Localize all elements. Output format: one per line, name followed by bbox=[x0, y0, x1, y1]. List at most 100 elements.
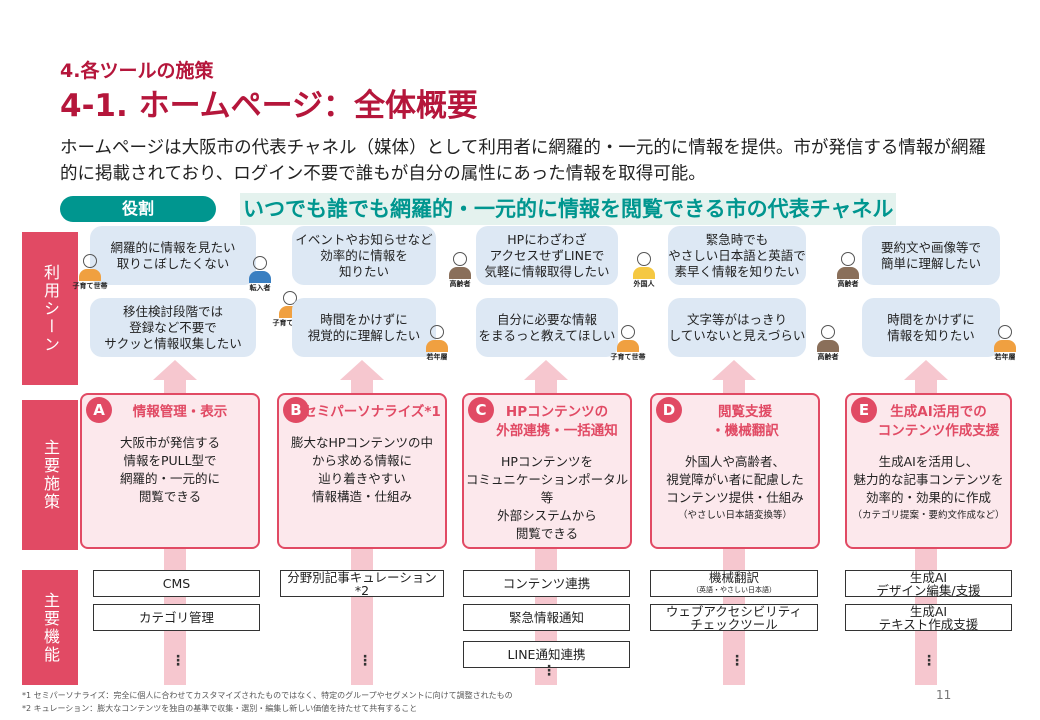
persona: 若年層 bbox=[985, 325, 1025, 362]
persona: 外国人 bbox=[624, 252, 664, 289]
function-box: 生成AI テキスト作成支援 bbox=[845, 604, 1012, 631]
function-box: 生成AI デザイン編集/支援 bbox=[845, 570, 1012, 597]
scene-bubble: 移住検討段階では 登録など不要で サクッと情報収集したい bbox=[90, 298, 256, 357]
persona-label: 外国人 bbox=[633, 280, 655, 288]
measure-card: E 生成AI活用での コンテンツ作成支援 生成AIを活用し、 魅力的な記事コンテ… bbox=[845, 393, 1012, 549]
function-box: CMS bbox=[93, 570, 260, 597]
person-icon bbox=[821, 325, 835, 339]
person-icon bbox=[83, 254, 97, 268]
person-icon bbox=[998, 325, 1012, 339]
function-box: ウェブアクセシビリティ チェックツール bbox=[650, 604, 818, 631]
role-label: 役割 bbox=[60, 196, 216, 222]
persona-label: 若年層 bbox=[426, 353, 448, 361]
persona-label: 若年層 bbox=[994, 353, 1016, 361]
persona: 高齢者 bbox=[828, 252, 868, 289]
persona-label: 転入者 bbox=[249, 284, 271, 292]
function-label: コンテンツ連携 bbox=[502, 576, 591, 591]
measure-body: 膨大なHPコンテンツの中 から求める情報に 辿り着きやすい 情報構造・仕組み bbox=[291, 435, 433, 504]
more-ellipsis: ⋮ bbox=[358, 653, 372, 669]
persona-label: 子育て世帯 bbox=[72, 282, 108, 290]
page-number: 11 bbox=[936, 688, 952, 702]
measure-badge: C bbox=[468, 397, 494, 423]
side-label-scenes: 利用シーン bbox=[22, 232, 78, 385]
more-ellipsis: ⋮ bbox=[171, 653, 185, 669]
scene-bubble: 要約文や画像等で 簡単に理解したい bbox=[862, 226, 1000, 285]
measure-card: D 閲覧支援 ・機械翻訳 外国人や高齢者、 視覚障がい者に配慮した コンテンツ提… bbox=[650, 393, 820, 549]
scene-bubble: イベントやお知らせなど 効率的に情報を 知りたい bbox=[292, 226, 436, 285]
measure-badge: E bbox=[851, 397, 877, 423]
description: ホームページは大阪市の代表チャネル（媒体）として利用者に網羅的・一元的に情報を提… bbox=[60, 138, 986, 184]
persona: 高齢者 bbox=[808, 325, 848, 362]
measure-note: （カテゴリ提案・要約文作成など） bbox=[852, 510, 1005, 521]
persona: 子育て世帯 bbox=[608, 325, 648, 362]
measure-badge: A bbox=[86, 397, 112, 423]
function-label: CMS bbox=[162, 576, 191, 591]
measure-body: 外国人や高齢者、 視覚障がい者に配慮した コンテンツ提供・仕組み bbox=[666, 454, 804, 505]
role-text: いつでも誰でも網羅的・一元的に情報を閲覧できる市の代表チャネル bbox=[240, 193, 897, 225]
scene-bubble: 文字等がはっきり していないと見えづらい bbox=[668, 298, 806, 357]
persona-label: 子育て世帯 bbox=[610, 353, 646, 361]
flow-arrow-head bbox=[340, 360, 384, 380]
person-icon bbox=[253, 256, 267, 270]
function-label: カテゴリ管理 bbox=[138, 610, 214, 625]
measure-body: HPコンテンツを コミュニケーションポータル等 外部システムから 閲覧できる bbox=[465, 454, 629, 541]
measure-body: 生成AIを活用し、 魅力的な記事コンテンツを 効率的・効果的に作成 bbox=[853, 454, 1004, 505]
flow-arrow-head bbox=[712, 360, 756, 380]
more-ellipsis: ⋮ bbox=[542, 663, 556, 679]
measure-card: C HPコンテンツの 外部連携・一括通知 HPコンテンツを コミュニケーションポ… bbox=[462, 393, 632, 549]
side-label-measures: 主要施策 bbox=[22, 400, 78, 550]
person-icon bbox=[453, 252, 467, 266]
function-box: コンテンツ連携 bbox=[463, 570, 630, 597]
function-label: 緊急情報通知 bbox=[508, 610, 584, 625]
footnote-1: *1 セミパーソナライズ：完全に個人に合わせてカスタマイズされたものではなく、特… bbox=[22, 691, 513, 700]
function-box: 機械翻訳（英語・やさしい日本語） bbox=[650, 570, 818, 597]
measure-note: （やさしい日本語変換等） bbox=[677, 510, 792, 521]
scene-bubble: HPにわざわざ アクセスせずLINEで 気軽に情報取得したい bbox=[476, 226, 618, 285]
more-ellipsis: ⋮ bbox=[922, 653, 936, 669]
measure-badge: B bbox=[283, 397, 309, 423]
persona-label: 子育て世帯 bbox=[272, 319, 308, 327]
scene-bubble: 緊急時でも やさしい日本語と英語で 素早く情報を知りたい bbox=[668, 226, 806, 285]
function-box: カテゴリ管理 bbox=[93, 604, 260, 631]
function-label: 生成AI テキスト作成支援 bbox=[878, 603, 979, 632]
persona-label: 高齢者 bbox=[817, 353, 839, 361]
scene-bubble: 時間をかけずに 情報を知りたい bbox=[862, 298, 1000, 357]
function-box: 緊急情報通知 bbox=[463, 604, 630, 631]
measure-card: A 情報管理・表示 大阪市が発信する 情報をPULL型で 網羅的・一元的に 閲覧… bbox=[80, 393, 260, 549]
function-label: ウェブアクセシビリティ チェックツール bbox=[665, 603, 803, 632]
scene-bubble: 時間をかけずに 視覚的に理解したい bbox=[292, 298, 436, 357]
measure-title: HPコンテンツの 外部連携・一括通知 bbox=[496, 404, 618, 439]
page-title: 4-1. ホームページ：全体概要 bbox=[60, 88, 479, 124]
side-label-functions: 主要機能 bbox=[22, 570, 78, 685]
persona-label: 高齢者 bbox=[449, 280, 471, 288]
function-label: 分野別記事キュレーション*2 bbox=[287, 569, 437, 598]
person-icon bbox=[283, 291, 297, 305]
measure-card: B セミパーソナライズ*1 膨大なHPコンテンツの中 から求める情報に 辿り着き… bbox=[277, 393, 447, 549]
person-icon bbox=[430, 325, 444, 339]
person-icon bbox=[637, 252, 651, 266]
persona: 子育て世帯 bbox=[70, 254, 110, 291]
measure-title: 生成AI活用での コンテンツ作成支援 bbox=[877, 404, 1000, 439]
section-heading: 4.各ツールの施策 bbox=[60, 60, 214, 82]
persona-label: 高齢者 bbox=[837, 280, 859, 288]
scene-bubble: 網羅的に情報を見たい 取りこぼしたくない bbox=[90, 226, 256, 285]
function-sublabel: （英語・やさしい日本語） bbox=[692, 585, 776, 594]
footnote-2: *2 キュレーション：膨大なコンテンツを独自の基準で収集・選別・編集し新しい価値… bbox=[22, 704, 418, 713]
function-box: LINE通知連携 bbox=[463, 641, 630, 668]
measure-title: 閲覧支援 ・機械翻訳 bbox=[711, 404, 779, 439]
function-label: LINE通知連携 bbox=[507, 647, 586, 662]
persona: 転入者 bbox=[240, 256, 280, 293]
measure-body: 大阪市が発信する 情報をPULL型で 網羅的・一元的に 閲覧できる bbox=[119, 435, 220, 504]
person-icon bbox=[621, 325, 635, 339]
flow-arrow-head bbox=[524, 360, 568, 380]
more-ellipsis: ⋮ bbox=[730, 653, 744, 669]
measure-badge: D bbox=[656, 397, 682, 423]
function-label: 生成AI デザイン編集/支援 bbox=[876, 569, 981, 598]
measure-title: 情報管理・表示 bbox=[132, 404, 228, 420]
scene-bubble: 自分に必要な情報 をまるっと教えてほしい bbox=[476, 298, 618, 357]
flow-arrow-head bbox=[153, 360, 197, 380]
persona: 高齢者 bbox=[440, 252, 480, 289]
persona: 若年層 bbox=[417, 325, 457, 362]
flow-arrow-head bbox=[904, 360, 948, 380]
function-box: 分野別記事キュレーション*2 bbox=[280, 570, 444, 597]
